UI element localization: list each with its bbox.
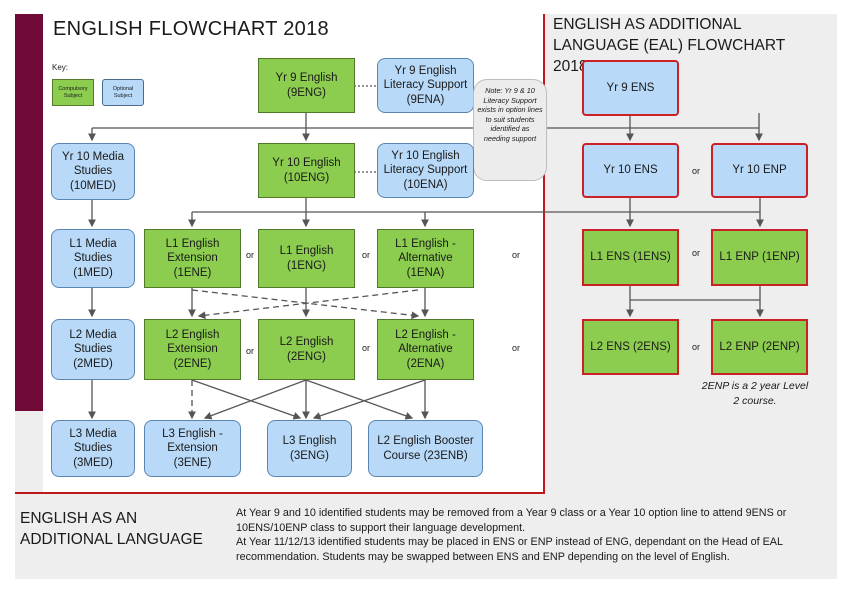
node-yr10-ens[interactable]: Yr 10 ENS	[582, 143, 679, 198]
key-compulsory-swatch: Compulsory Subject	[52, 79, 94, 106]
node-yr9-ens[interactable]: Yr 9 ENS	[582, 60, 679, 116]
eal-description-para2: At Year 11/12/13 identified students may…	[236, 536, 783, 563]
key-label: Key:	[52, 63, 69, 72]
or-label: or	[362, 343, 371, 353]
node-l2-english-booster[interactable]: L2 English Booster Course (23ENB)	[368, 420, 483, 477]
or-label: or	[692, 248, 701, 258]
key-compulsory-label: Compulsory Subject	[58, 85, 88, 99]
node-yr10-enp[interactable]: Yr 10 ENP	[711, 143, 808, 198]
or-label: or	[246, 250, 255, 260]
or-label: or	[692, 342, 701, 352]
node-l2-media-studies[interactable]: L2 Media Studies (2MED)	[51, 319, 135, 380]
eal-description-para1: At Year 9 and 10 identified students may…	[236, 507, 787, 534]
node-yr10-literacy-support[interactable]: Yr 10 English Literacy Support (10ENA)	[377, 143, 474, 198]
node-l3-english-extension[interactable]: L3 English - Extension (3ENE)	[144, 420, 241, 477]
node-l1-english-alternative[interactable]: L1 English - Alternative (1ENA)	[377, 229, 474, 288]
or-label: or	[692, 166, 701, 176]
page-title: ENGLISH FLOWCHART 2018	[53, 18, 329, 40]
or-label: or	[512, 250, 521, 260]
key-optional-swatch: Optional Subject	[102, 79, 144, 106]
node-l3-media-studies[interactable]: L3 Media Studies (3MED)	[51, 420, 135, 477]
flowchart-divider-frame	[15, 14, 545, 494]
eal-title: ENGLISH AS ADDITIONAL LANGUAGE (EAL) FLO…	[553, 16, 785, 75]
enp-note: 2ENP is a 2 year Level 2 course.	[701, 380, 809, 407]
node-yr10-english[interactable]: Yr 10 English (10ENG)	[258, 143, 355, 198]
eal-section-title: ENGLISH AS AN ADDITIONAL LANGUAGE	[20, 510, 203, 548]
or-label: or	[512, 343, 521, 353]
node-l3-english[interactable]: L3 English (3ENG)	[267, 420, 352, 477]
node-yr10-media-studies[interactable]: Yr 10 Media Studies (10MED)	[51, 143, 135, 200]
node-l1-english-extension[interactable]: L1 English Extension (1ENE)	[144, 229, 241, 288]
node-l2-enp[interactable]: L2 ENP (2ENP)	[711, 319, 808, 375]
or-label: or	[246, 346, 255, 356]
node-l1-enp[interactable]: L1 ENP (1ENP)	[711, 229, 808, 286]
eal-description: At Year 9 and 10 identified students may…	[236, 506, 831, 564]
node-yr9-literacy-support[interactable]: Yr 9 English Literacy Support (9ENA)	[377, 58, 474, 113]
node-yr9-english[interactable]: Yr 9 English (9ENG)	[258, 58, 355, 113]
node-l2-ens[interactable]: L2 ENS (2ENS)	[582, 319, 679, 375]
node-l1-english[interactable]: L1 English (1ENG)	[258, 229, 355, 288]
node-l1-ens[interactable]: L1 ENS (1ENS)	[582, 229, 679, 286]
node-l2-english[interactable]: L2 English (2ENG)	[258, 319, 355, 380]
node-l2-english-extension[interactable]: L2 English Extension (2ENE)	[144, 319, 241, 380]
or-label: or	[362, 250, 371, 260]
node-l2-english-alternative[interactable]: L2 English - Alternative (2ENA)	[377, 319, 474, 380]
sidebar-accent-bar	[15, 14, 43, 411]
literacy-support-note: Note: Yr 9 & 10 Literacy Support exists …	[473, 79, 547, 181]
key-optional-label: Optional Subject	[112, 85, 134, 99]
node-l1-media-studies[interactable]: L1 Media Studies (1MED)	[51, 229, 135, 288]
